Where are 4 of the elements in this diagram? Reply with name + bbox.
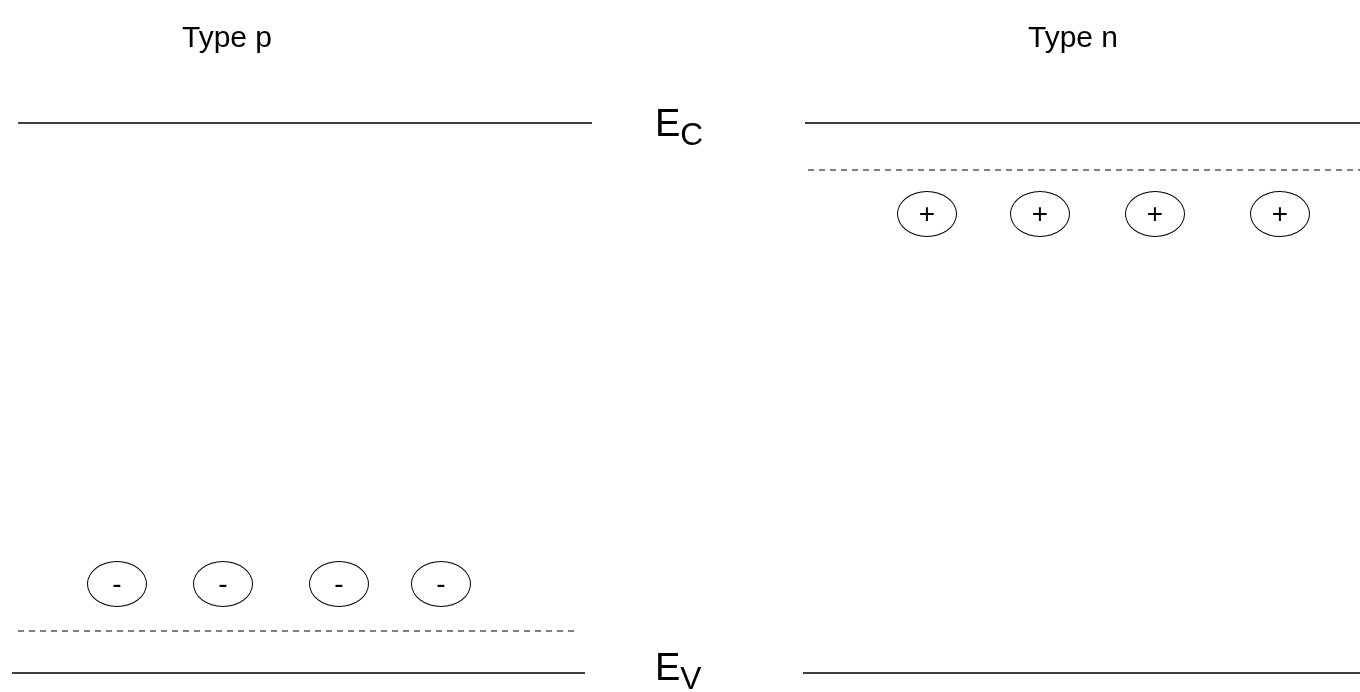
section-title: Type p bbox=[182, 22, 273, 52]
energy-level-label: E$_{V}$ bbox=[655, 648, 702, 692]
energy-level-label: E$_{C}$ bbox=[655, 104, 704, 151]
section-title: Type n bbox=[1028, 22, 1119, 52]
